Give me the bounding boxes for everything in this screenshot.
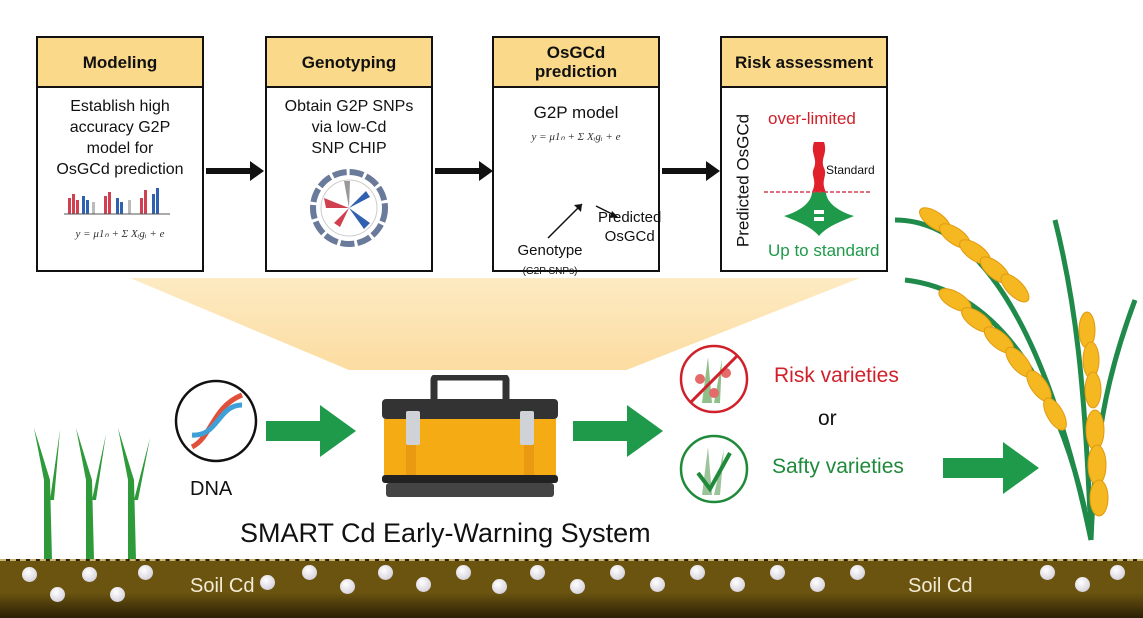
step-modeling: Modeling Establish high accuracy G2P mod… — [36, 36, 204, 272]
safe-variety-icon — [679, 434, 749, 504]
soil-layer: Soil Cd Soil Cd — [0, 559, 1143, 618]
input-label: Genotype — [517, 242, 583, 259]
step-text: Establish high — [70, 98, 170, 115]
circos-plot-icon — [310, 169, 388, 247]
or-label: or — [818, 407, 837, 430]
step-risk-assessment: Risk assessment Predicted OsGCd over-lim… — [720, 36, 888, 272]
output-label: OsGCd — [604, 228, 655, 245]
system-title: SMART Cd Early-Warning System — [240, 518, 651, 548]
output-label: Predicted — [598, 209, 662, 226]
manhattan-plot-icon — [64, 188, 170, 215]
dna-icon — [174, 379, 258, 463]
violin-plot-icon — [764, 142, 872, 236]
step-text: model for — [86, 140, 154, 157]
step-text: via low-Cd — [311, 119, 387, 136]
input-sublabel: (G2P SNPs) — [522, 266, 578, 277]
standard-label: Standard — [826, 163, 875, 177]
dna-label: DNA — [190, 478, 233, 500]
step-text: OsGCd prediction — [56, 161, 184, 178]
projection-beam — [130, 278, 860, 370]
toolbox-icon — [382, 375, 558, 497]
over-limited-label: over-limited — [768, 109, 856, 128]
up-to-standard-label: Up to standard — [768, 241, 880, 260]
safe-varieties-label: Safty varieties — [772, 455, 904, 478]
step-prediction: OsGCd prediction G2P model y = μ1ₙ + Σ X… — [492, 36, 662, 277]
equation: y = μ1ₙ + Σ Xᵢgᵢ + e — [531, 131, 621, 143]
step-genotyping: Genotyping Obtain G2P SNPs via low-Cd SN… — [265, 36, 433, 272]
rice-seedlings-icon — [34, 428, 150, 560]
step-text: Obtain G2P SNPs — [284, 98, 414, 115]
prediction-arrows — [547, 203, 618, 239]
step-title: Genotyping — [267, 38, 431, 88]
step-title: Risk assessment — [722, 38, 886, 88]
flow-arrow — [435, 161, 493, 181]
risk-variety-icon — [679, 344, 749, 414]
soil-cd-label: Soil Cd — [908, 575, 973, 597]
soil-cd-label: Soil Cd — [190, 575, 255, 597]
axis-label: Predicted OsGCd — [733, 113, 753, 248]
green-arrow — [266, 405, 356, 457]
step-text: SNP CHIP — [311, 140, 387, 157]
step-title: Modeling — [38, 38, 202, 88]
model-label: G2P model — [533, 103, 619, 122]
flow-arrow — [662, 161, 720, 181]
rice-plant-icon — [895, 207, 1138, 541]
green-arrow — [943, 442, 1039, 494]
risk-varieties-label: Risk varieties — [774, 364, 899, 387]
step-text: accuracy G2P — [69, 119, 171, 136]
equation: y = μ1ₙ + Σ Xᵢgᵢ + e — [75, 228, 165, 240]
step-title: OsGCd prediction — [494, 38, 658, 88]
flow-arrow — [206, 161, 264, 181]
green-arrow — [573, 405, 663, 457]
